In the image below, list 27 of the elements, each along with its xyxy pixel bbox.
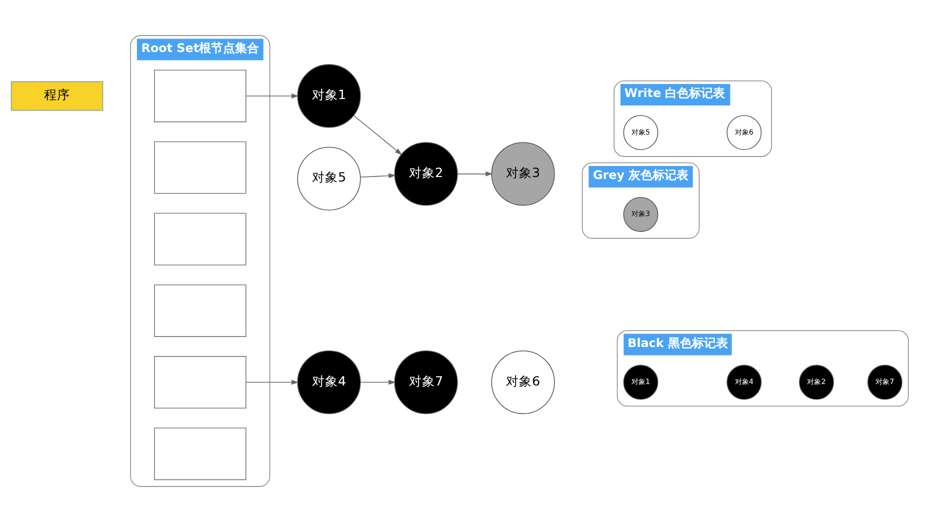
node-circle: 对象2	[799, 364, 834, 400]
node-box	[154, 428, 246, 480]
node-box	[154, 141, 246, 194]
node-circle: 对象5	[297, 146, 361, 210]
node-circle: 对象3	[623, 196, 658, 232]
node-circle: 对象7	[867, 364, 902, 400]
node-circle: 对象7	[394, 350, 458, 414]
node-circle: 对象6	[491, 350, 555, 414]
node-box: 程序	[10, 81, 104, 111]
node-circle: 对象4	[726, 364, 762, 400]
node-circle: 对象4	[297, 350, 361, 414]
node-box	[154, 284, 246, 337]
node-circle: 对象1	[623, 364, 658, 400]
arrow	[246, 93, 299, 98]
node-box	[154, 212, 246, 266]
node-circle: 对象3	[491, 142, 555, 206]
node-box	[154, 70, 246, 122]
node-circle: 对象6	[726, 115, 762, 150]
arrow	[353, 115, 402, 156]
arrow	[457, 171, 493, 176]
arrow	[360, 380, 396, 385]
cluster: Root Set根节点集合	[130, 35, 270, 487]
node-circle: 对象1	[297, 64, 361, 128]
arrow	[246, 380, 299, 385]
node-circle: 对象5	[623, 115, 658, 150]
node-box	[154, 356, 246, 409]
arrow	[360, 173, 396, 178]
